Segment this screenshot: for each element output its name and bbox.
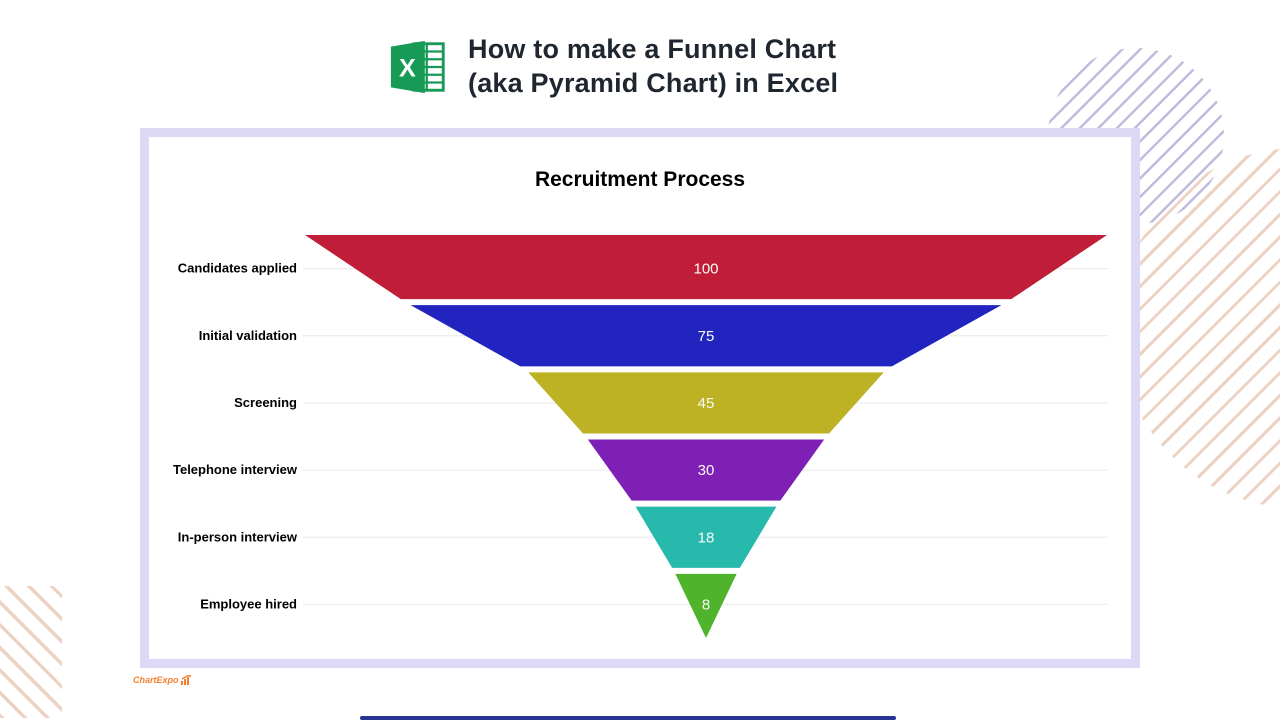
funnel-value-label: 30 (698, 462, 715, 479)
funnel-category-label: In-person interview (178, 529, 298, 544)
excel-icon: X (390, 40, 445, 94)
chart-card (140, 128, 1140, 668)
funnel-segment (675, 573, 737, 638)
svg-text:X: X (399, 55, 416, 83)
funnel-category-label: Employee hired (200, 596, 297, 611)
funnel-category-label: Candidates applied (178, 261, 297, 276)
chartexpo-logo[interactable]: ChartExpo (133, 675, 192, 685)
funnel-segment (635, 506, 777, 568)
funnel-segment (410, 305, 1002, 367)
funnel-category-label: Telephone interview (173, 462, 298, 477)
funnel-value-label: 45 (698, 395, 715, 412)
page-title-line2: (aka Pyramid Chart) in Excel (468, 68, 839, 98)
funnel-value-label: 75 (698, 328, 715, 345)
funnel-segment (305, 235, 1107, 300)
funnel-value-label: 8 (702, 596, 710, 613)
page-title-line1: How to make a Funnel Chart (468, 34, 837, 64)
funnel-value-label: 18 (698, 529, 715, 546)
chartexpo-logo-text: ChartExpo (133, 675, 179, 685)
chart-title: Recruitment Process (534, 168, 746, 191)
bottom-progress-bar (360, 716, 896, 720)
funnel-value-label: 100 (693, 261, 718, 278)
funnel-category-label: Screening (234, 395, 297, 410)
funnel-segment (587, 439, 825, 501)
page-title: How to make a Funnel Chart (aka Pyramid … (468, 32, 838, 100)
chartexpo-logo-icon (180, 675, 191, 685)
hatch-patch-bottom-left (0, 586, 62, 718)
funnel-category-label: Initial validation (199, 328, 297, 343)
funnel-segment (528, 372, 884, 434)
page-header: X How to make a Funnel Chart (aka Pyrami… (388, 32, 838, 100)
